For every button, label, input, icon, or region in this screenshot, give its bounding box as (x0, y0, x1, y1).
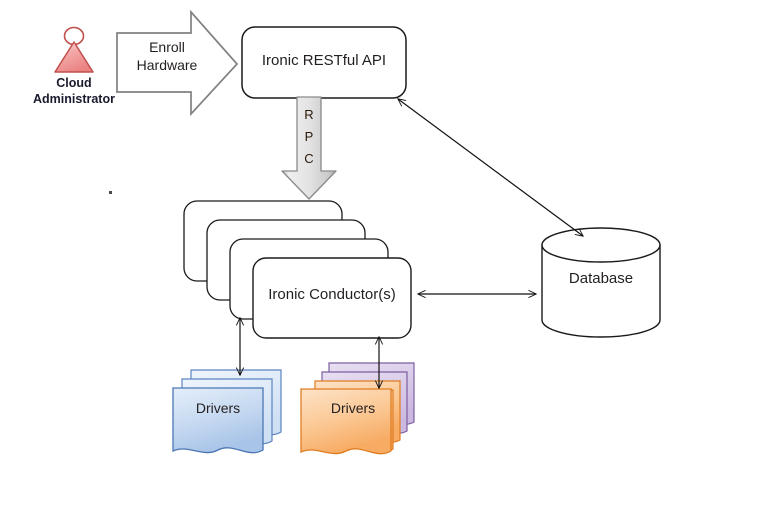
enroll-hardware-block-arrow (116, 9, 239, 117)
drivers-orange-doc-1 (300, 388, 392, 455)
rpc-channel-arrow (281, 96, 337, 200)
cloud-administrator-icon (54, 26, 94, 73)
api-database-connector (398, 99, 583, 236)
drivers-orange-node[interactable] (300, 362, 415, 455)
ironic-conductor-node[interactable] (183, 200, 412, 339)
conductor-stack-layer-1 (252, 257, 412, 339)
drivers-blue-doc-1 (172, 387, 264, 454)
ironic-restful-api-node[interactable] (241, 26, 407, 99)
stray-dot-artifact (109, 191, 112, 194)
drivers-blue-node[interactable] (172, 369, 282, 454)
database-node[interactable] (541, 227, 661, 338)
